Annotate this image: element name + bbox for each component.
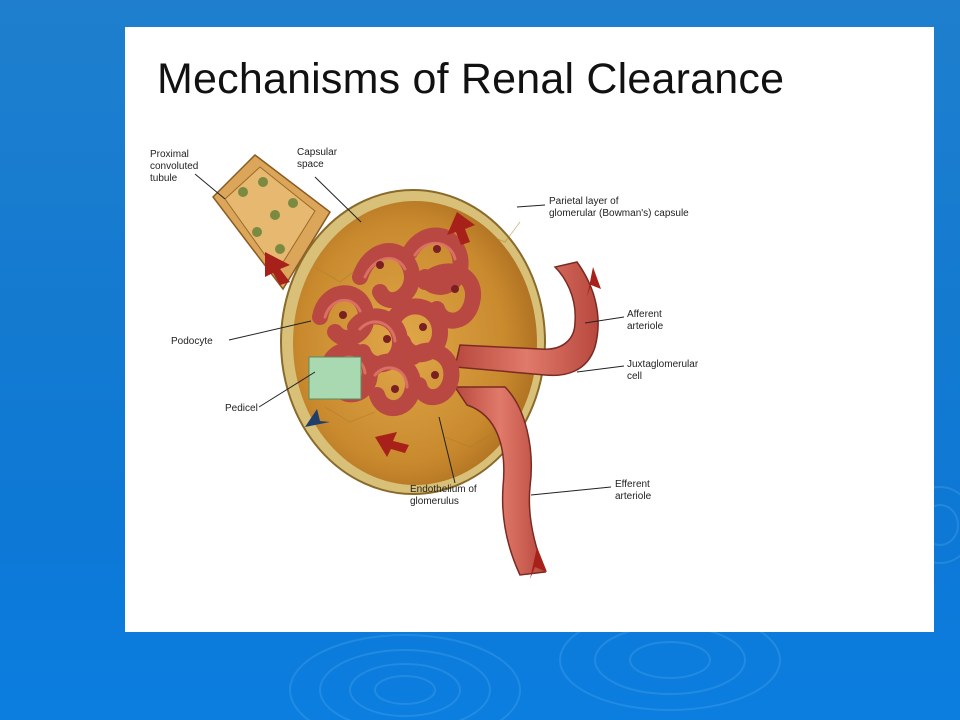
glomerulus — [312, 227, 481, 417]
label-proximal-tubule: Proximal convoluted tubule — [150, 149, 201, 184]
proximal-tubule — [212, 154, 331, 291]
slide-title: Mechanisms of Renal Clearance — [157, 55, 785, 103]
leader-lines — [194, 173, 625, 496]
slide-panel: Mechanisms of Renal Clearance — [125, 27, 934, 632]
bowmans-capsule — [280, 189, 546, 495]
pedicel-highlight — [308, 356, 362, 400]
label-capsular-space: Capsular space — [297, 147, 340, 170]
label-efferent-arteriole: Efferent arteriole — [615, 479, 653, 502]
flow-arrows — [265, 212, 601, 579]
renal-corpuscle-diagram: Proximal convoluted tubule Capsular spac… — [150, 147, 701, 579]
label-afferent-arteriole: Afferent arteriole — [627, 309, 665, 332]
arterioles — [453, 261, 599, 576]
podocyte-nuclei — [339, 245, 459, 393]
label-podocyte: Podocyte — [171, 336, 213, 347]
label-juxtaglomerular-cell: Juxtaglomerular cell — [627, 359, 701, 382]
label-parietal-layer: Parietal layer of glomerular (Bowman's) … — [549, 196, 689, 219]
label-pedicel: Pedicel — [225, 403, 258, 414]
label-endothelium: Endothelium of glomerulus — [410, 484, 480, 507]
